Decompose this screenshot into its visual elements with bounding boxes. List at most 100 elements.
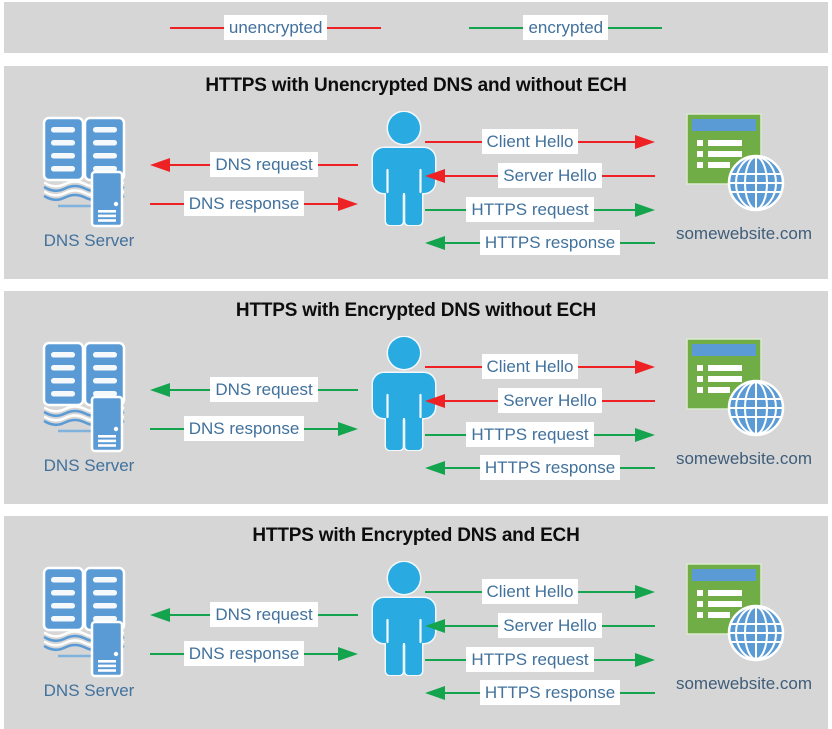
website-label: somewebsite.com: [675, 674, 813, 693]
https-request-row: HTTPS request: [425, 196, 655, 223]
https-request-row: HTTPS request: [425, 421, 655, 448]
arrow-line: [445, 174, 499, 177]
server-hello-row: Server Hello: [425, 162, 656, 189]
arrow-line: [445, 466, 480, 469]
arrow-line: [445, 691, 480, 694]
panel-https-unencrypted-dns-no-ech: HTTPS with Unencrypted DNS and without E…: [4, 66, 828, 279]
legend-bar: unencrypted encrypted: [4, 2, 828, 53]
message-label: DNS request: [210, 377, 318, 402]
arrowhead-right-icon: [338, 196, 358, 211]
dns-request-row: DNS request: [150, 601, 359, 628]
arrow-line: [578, 140, 635, 143]
arrowhead-left-icon: [425, 460, 445, 475]
website-label: somewebsite.com: [675, 224, 813, 243]
arrow-line: [620, 241, 656, 244]
arrowhead-right-icon: [338, 646, 358, 661]
arrow-line: [601, 174, 656, 177]
panel-title: HTTPS with Encrypted DNS without ECH: [235, 300, 597, 321]
arrowhead-left-icon: [150, 157, 170, 172]
dns-request-row: DNS request: [150, 376, 359, 403]
dns-server-icon: [32, 341, 144, 453]
client-hello-row: Client Hello: [425, 578, 655, 605]
legend-line: [327, 26, 382, 29]
panel-https-encrypted-dns-no-ech: HTTPS with Encrypted DNS without ECH DNS…: [4, 291, 828, 504]
arrow-line: [425, 208, 467, 211]
dns-response-row: DNS response: [150, 415, 358, 442]
arrowhead-right-icon: [338, 421, 358, 436]
arrow-line: [170, 613, 211, 616]
arrow-line: [425, 365, 482, 368]
https-response-row: HTTPS response: [425, 229, 656, 256]
arrow-line: [578, 590, 635, 593]
legend-line: [169, 26, 224, 29]
message-label: HTTPS response: [479, 680, 621, 705]
arrow-line: [445, 624, 499, 627]
message-label: HTTPS response: [479, 230, 621, 255]
dns-server-label: DNS Server: [43, 456, 135, 475]
legend-label-encrypted: encrypted: [523, 15, 609, 40]
legend-line: [608, 26, 663, 29]
arrow-line: [593, 433, 635, 436]
arrow-line: [150, 202, 184, 205]
dns-server-label: DNS Server: [43, 681, 135, 700]
message-label: DNS response: [183, 416, 305, 441]
panel-https-encrypted-dns-ech: HTTPS with Encrypted DNS and ECH DNS Ser…: [4, 516, 828, 729]
arrow-line: [170, 388, 211, 391]
arrowhead-right-icon: [635, 427, 655, 442]
arrow-line: [620, 691, 656, 694]
dns-request-row: DNS request: [150, 151, 359, 178]
legend-label-unencrypted: unencrypted: [223, 15, 328, 40]
https-response-row: HTTPS response: [425, 454, 656, 481]
arrow-line: [317, 388, 359, 391]
arrow-line: [601, 624, 656, 627]
message-label: Server Hello: [498, 163, 602, 188]
dns-server-label: DNS Server: [43, 231, 135, 250]
arrowhead-right-icon: [635, 359, 655, 374]
https-request-row: HTTPS request: [425, 646, 655, 673]
panel-title: HTTPS with Unencrypted DNS and without E…: [205, 75, 627, 96]
arrow-line: [425, 140, 482, 143]
dns-response-row: DNS response: [150, 640, 358, 667]
message-label: Server Hello: [498, 388, 602, 413]
arrowhead-left-icon: [425, 168, 445, 183]
message-label: DNS request: [210, 602, 318, 627]
arrow-line: [170, 163, 211, 166]
arrow-line: [601, 399, 656, 402]
message-label: Client Hello: [481, 579, 579, 604]
arrow-line: [578, 365, 635, 368]
dns-response-row: DNS response: [150, 190, 358, 217]
arrowhead-left-icon: [150, 607, 170, 622]
arrowhead-left-icon: [150, 382, 170, 397]
website-label: somewebsite.com: [675, 449, 813, 468]
arrowhead-left-icon: [425, 235, 445, 250]
arrowhead-right-icon: [635, 652, 655, 667]
arrowhead-left-icon: [425, 685, 445, 700]
dns-server-icon: [32, 116, 144, 228]
message-label: HTTPS response: [479, 455, 621, 480]
arrow-line: [150, 427, 184, 430]
message-label: Server Hello: [498, 613, 602, 638]
client-hello-row: Client Hello: [425, 128, 655, 155]
arrow-line: [620, 466, 656, 469]
arrowhead-right-icon: [635, 584, 655, 599]
legend-item-encrypted: encrypted: [469, 15, 663, 40]
arrow-line: [593, 208, 635, 211]
arrowhead-left-icon: [425, 618, 445, 633]
message-label: Client Hello: [481, 354, 579, 379]
legend-line: [469, 26, 524, 29]
arrow-line: [425, 658, 467, 661]
https-response-row: HTTPS response: [425, 679, 656, 706]
client-hello-row: Client Hello: [425, 353, 655, 380]
message-label: DNS response: [183, 191, 305, 216]
website-icon: [686, 563, 786, 663]
dns-server-icon: [32, 566, 144, 678]
arrow-line: [304, 427, 338, 430]
arrow-line: [425, 433, 467, 436]
message-label: DNS request: [210, 152, 318, 177]
arrow-line: [304, 202, 338, 205]
arrow-line: [425, 590, 482, 593]
arrowhead-right-icon: [635, 134, 655, 149]
arrow-line: [317, 163, 359, 166]
message-label: HTTPS request: [466, 422, 594, 447]
